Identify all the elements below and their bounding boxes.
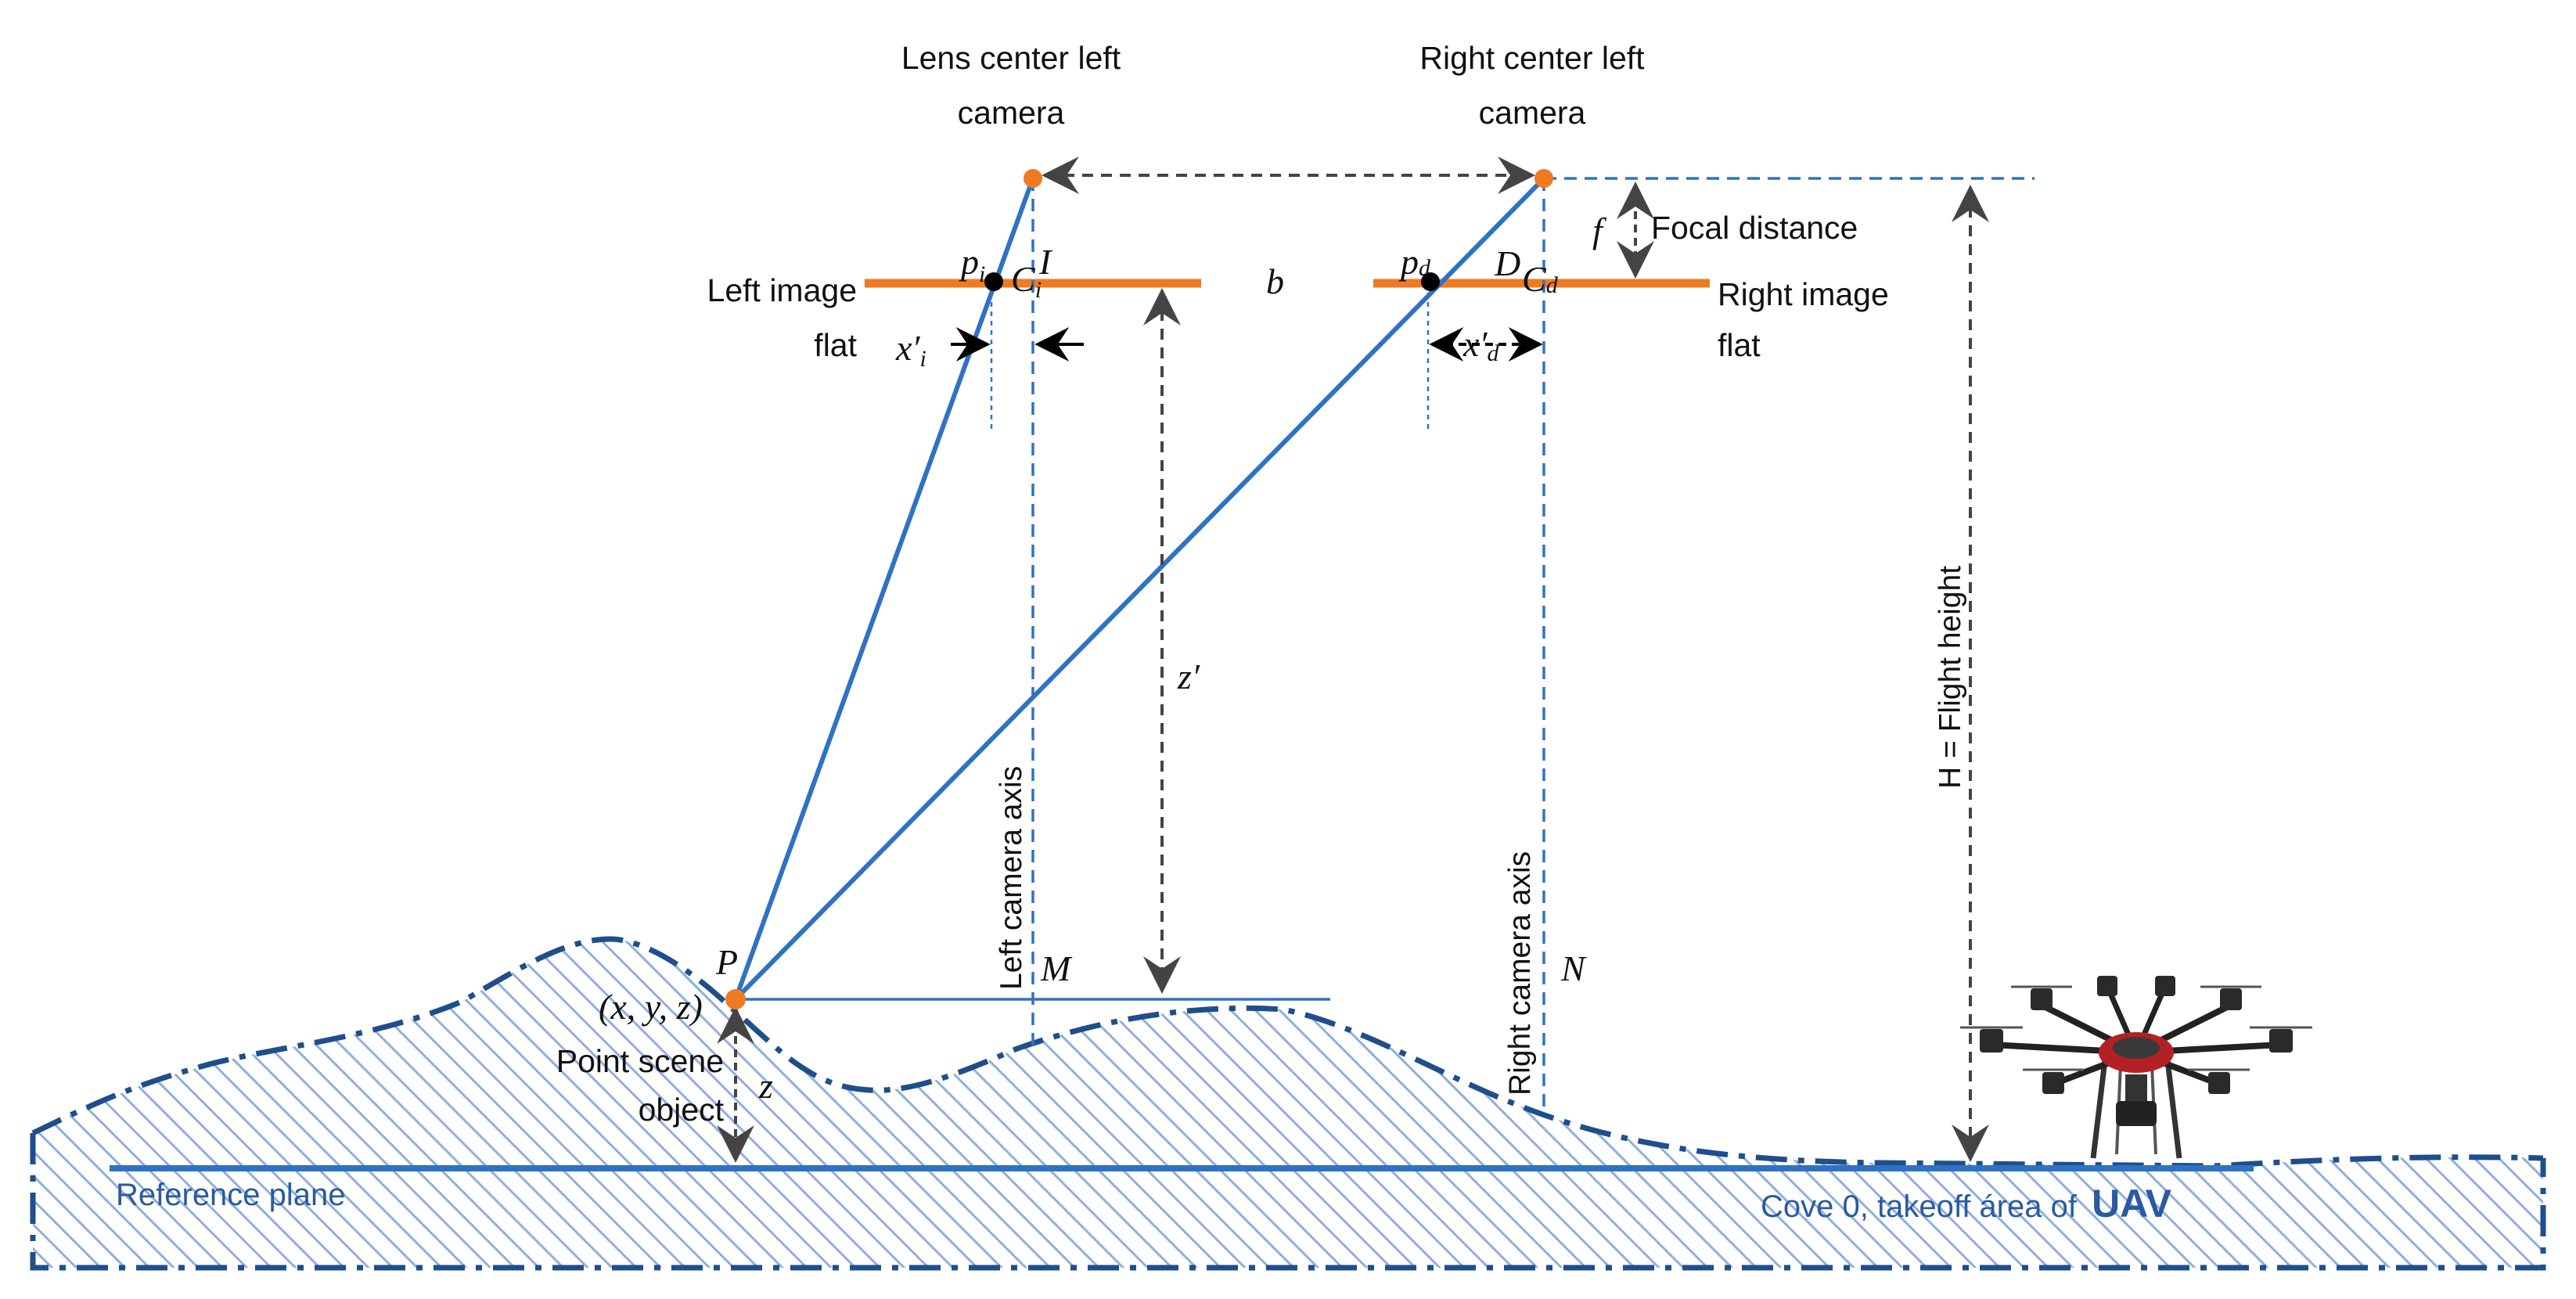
takeoff-area-label: Cove 0, takeoff área of UAV [1761,1182,2172,1225]
right-lens-center-point [1534,169,1553,188]
focal-distance-label: Focal distance [1651,210,1858,246]
right-camera-axis-label: Right camera axis [1503,851,1537,1096]
pi-main: p [959,242,979,282]
reference-plane-label: Reference plane [116,1178,346,1212]
terrain-area [33,939,2543,1268]
focal-f-label: f [1592,211,1607,250]
left-lens-center-point [1024,169,1042,188]
ci-sub: i [1035,277,1042,303]
uav-text: UAV [2092,1182,2172,1225]
point-scene-label-2: object [639,1092,725,1128]
b-label: b [1266,261,1284,301]
terrain-base-border [30,1133,2546,1271]
takeoff-area-text: Cove 0, takeoff área of [1761,1189,2085,1224]
cd-main: C [1522,259,1547,299]
D-label: D [1494,243,1520,283]
x-prime-i-label: x′i [895,328,926,372]
point-scene-label-1: Point scene [556,1043,724,1079]
lens-center-left-label-1: Lens center left [901,40,1121,76]
left-camera-axis-label: Left camera axis [995,766,1028,990]
right-image-point-pd [1421,272,1440,291]
lens-center-left-label-2: camera [958,95,1065,131]
right-center-label-1: Right center left [1419,40,1645,76]
left-image-flat-label-2: flat [814,327,857,363]
terrain-profile-line [31,936,2544,1169]
M-label: M [1040,948,1073,988]
ci-label: Ci [1011,259,1042,303]
z-label: z [758,1066,773,1106]
z-prime-label: z′ [1177,657,1200,696]
left-image-point-pi [984,272,1003,291]
x-prime-d-sub: d [1487,340,1499,366]
hexacopter-uav-icon [1960,976,2312,1159]
ci-main: C [1011,259,1036,299]
x-prime-i-sub: i [919,346,926,372]
cd-label: Cd [1522,259,1559,299]
pd-main: p [1398,242,1419,282]
xyz-label: (x, y, z) [599,987,703,1027]
right-center-label-2: camera [1479,95,1586,131]
x-prime-d-main: x′ [1462,324,1488,364]
left-image-flat-label-1: Left image [707,272,857,308]
pi-sub: i [979,261,985,287]
cd-sub: d [1546,272,1559,298]
I-label: I [1038,242,1053,282]
pi-label: pi [959,242,985,287]
right-image-flat-label-2: flat [1718,327,1761,363]
N-label: N [1560,948,1587,988]
x-prime-d-label: x′d [1462,324,1499,366]
P-label: P [715,942,738,982]
right-ray [733,176,1546,1002]
pd-label: pd [1398,242,1431,282]
scene-point-P [725,989,746,1009]
left-ray [733,177,1035,1001]
x-prime-i-main: x′ [895,328,920,368]
right-image-flat-label-1: Right image [1718,276,1889,312]
pd-sub: d [1419,255,1431,281]
flight-height-label: H = Flight height [1934,566,1967,789]
